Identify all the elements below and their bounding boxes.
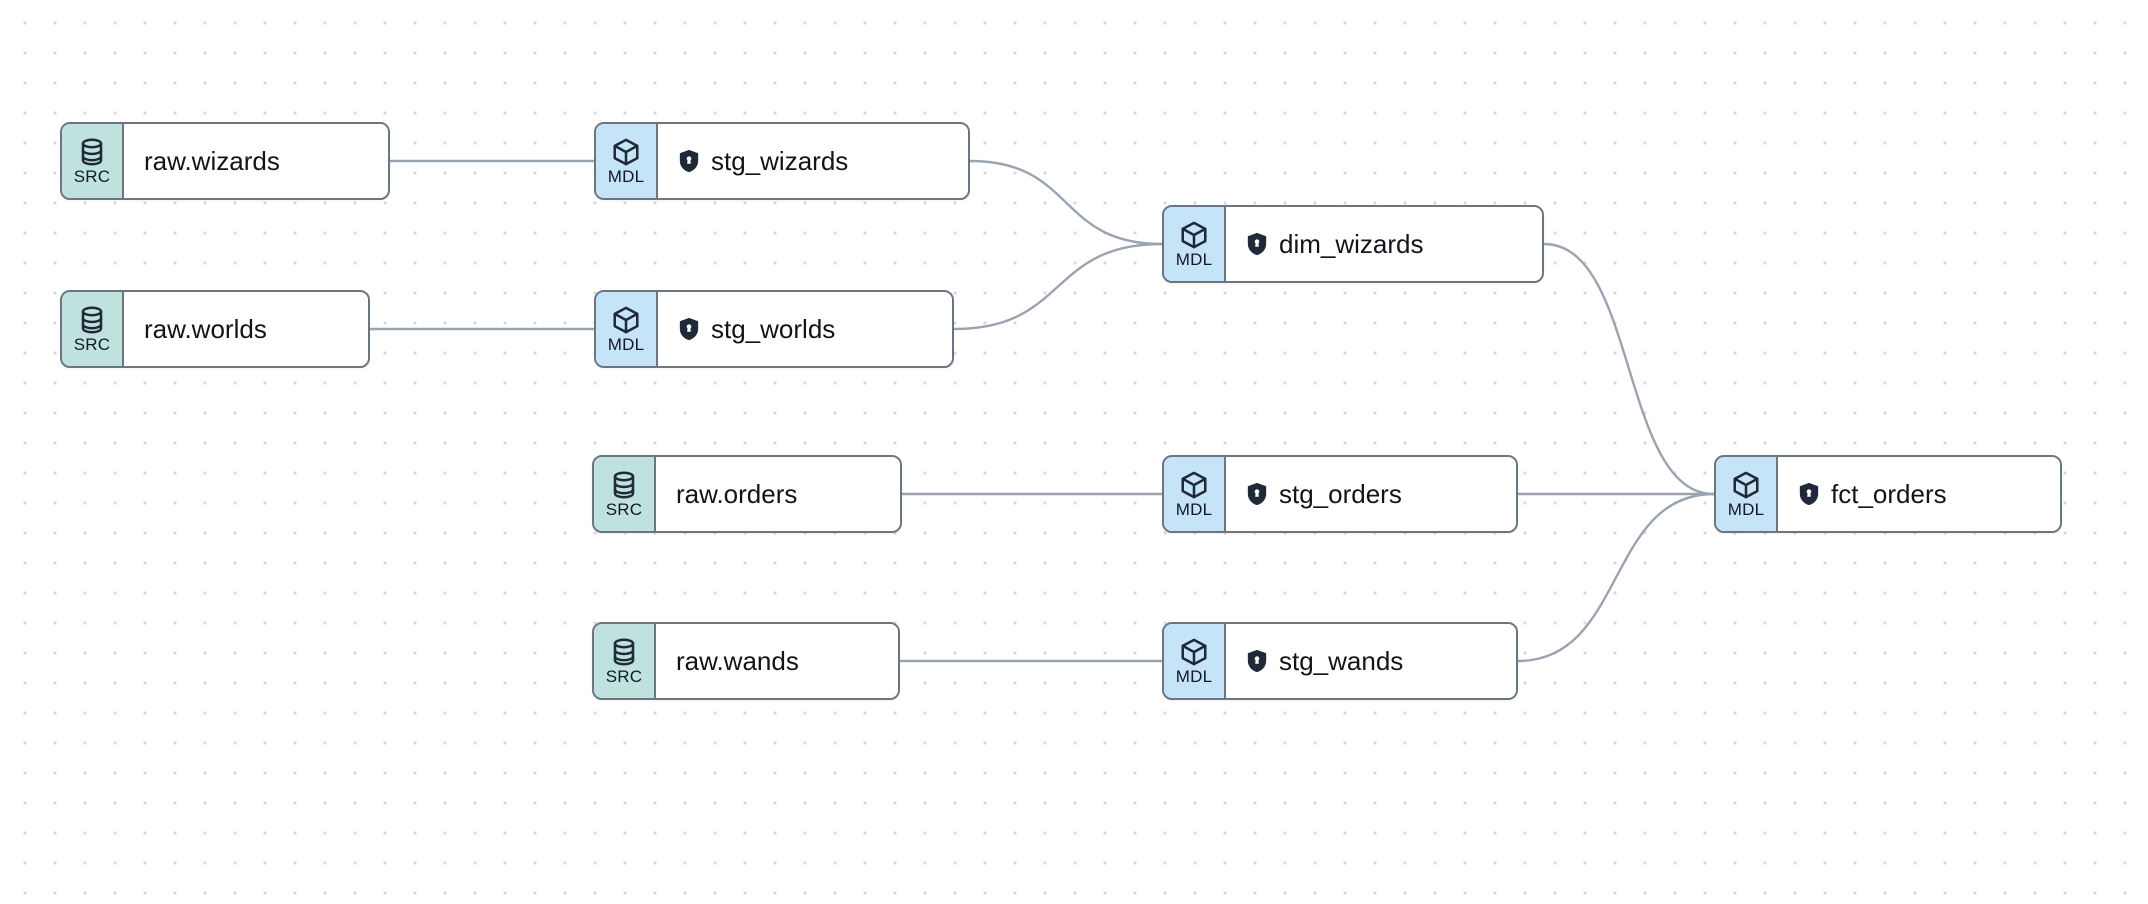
node-label: raw.worlds	[144, 313, 267, 344]
node-badge-label: SRC	[605, 499, 643, 519]
cube-icon	[611, 137, 641, 167]
cube-icon	[1179, 470, 1209, 500]
node-body: raw.wizards	[124, 124, 388, 198]
node-badge-label: SRC	[605, 666, 643, 686]
node-badge-model: MDL	[596, 292, 658, 366]
node-badge-label: SRC	[73, 334, 111, 354]
node-body: stg_orders	[1226, 457, 1516, 531]
node-badge-label: MDL	[607, 334, 645, 354]
shield-lock-icon	[1246, 482, 1268, 506]
database-icon	[609, 470, 639, 500]
shield-lock-icon	[678, 317, 700, 341]
node-label: stg_orders	[1279, 478, 1402, 509]
node-body: raw.wands	[656, 624, 898, 698]
graph-node-stg_orders[interactable]: MDL stg_orders	[1162, 455, 1518, 533]
database-icon	[77, 137, 107, 167]
graph-edge-stg_wands-to-fct_orders	[1517, 492, 1715, 663]
database-icon	[609, 637, 639, 667]
shield-lock-icon	[1246, 232, 1268, 256]
cube-icon	[1179, 220, 1209, 250]
graph-edge-stg_wizards-to-dim_wizards	[969, 159, 1163, 246]
node-label: raw.wands	[676, 645, 799, 676]
node-label: stg_wands	[1279, 645, 1404, 676]
graph-node-dim_wizards[interactable]: MDL dim_wizards	[1162, 205, 1544, 283]
graph-node-raw_worlds[interactable]: SRC raw.worlds	[60, 290, 370, 368]
graph-node-raw_orders[interactable]: SRC raw.orders	[592, 455, 902, 533]
node-label: stg_wizards	[711, 145, 849, 176]
node-badge-label: MDL	[1175, 249, 1213, 269]
node-body: stg_wizards	[658, 124, 968, 198]
node-badge-label: SRC	[73, 166, 111, 186]
node-badge-model: MDL	[1164, 207, 1226, 281]
node-badge-label: MDL	[607, 166, 645, 186]
node-label: dim_wizards	[1279, 228, 1424, 259]
node-body: stg_worlds	[658, 292, 952, 366]
node-body: raw.worlds	[124, 292, 368, 366]
graph-node-stg_worlds[interactable]: MDL stg_worlds	[594, 290, 954, 368]
node-badge-label: MDL	[1175, 499, 1213, 519]
node-badge-source: SRC	[62, 124, 124, 198]
node-badge-source: SRC	[62, 292, 124, 366]
node-badge-model: MDL	[596, 124, 658, 198]
node-badge-source: SRC	[594, 457, 656, 531]
shield-lock-icon	[1798, 482, 1820, 506]
graph-node-stg_wands[interactable]: MDL stg_wands	[1162, 622, 1518, 700]
node-badge-label: MDL	[1175, 666, 1213, 686]
node-body: stg_wands	[1226, 624, 1516, 698]
shield-lock-icon	[678, 149, 700, 173]
graph-edge-stg_worlds-to-dim_wizards	[953, 242, 1163, 331]
node-badge-source: SRC	[594, 624, 656, 698]
node-body: raw.orders	[656, 457, 900, 531]
node-badge-model: MDL	[1164, 624, 1226, 698]
node-badge-model: MDL	[1164, 457, 1226, 531]
node-body: dim_wizards	[1226, 207, 1542, 281]
graph-node-stg_wizards[interactable]: MDL stg_wizards	[594, 122, 970, 200]
graph-node-raw_wands[interactable]: SRC raw.wands	[592, 622, 900, 700]
cube-icon	[611, 305, 641, 335]
node-label: raw.wizards	[144, 145, 280, 176]
shield-lock-icon	[1246, 649, 1268, 673]
cube-icon	[1179, 637, 1209, 667]
cube-icon	[1731, 470, 1761, 500]
graph-node-fct_orders[interactable]: MDL fct_orders	[1714, 455, 2062, 533]
database-icon	[77, 305, 107, 335]
node-badge-label: MDL	[1727, 499, 1765, 519]
node-badge-model: MDL	[1716, 457, 1778, 531]
graph-edge-dim_wizards-to-fct_orders	[1543, 242, 1715, 496]
graph-node-raw_wizards[interactable]: SRC raw.wizards	[60, 122, 390, 200]
node-label: raw.orders	[676, 478, 798, 509]
node-body: fct_orders	[1778, 457, 2060, 531]
node-label: fct_orders	[1831, 478, 1947, 509]
node-label: stg_worlds	[711, 313, 836, 344]
